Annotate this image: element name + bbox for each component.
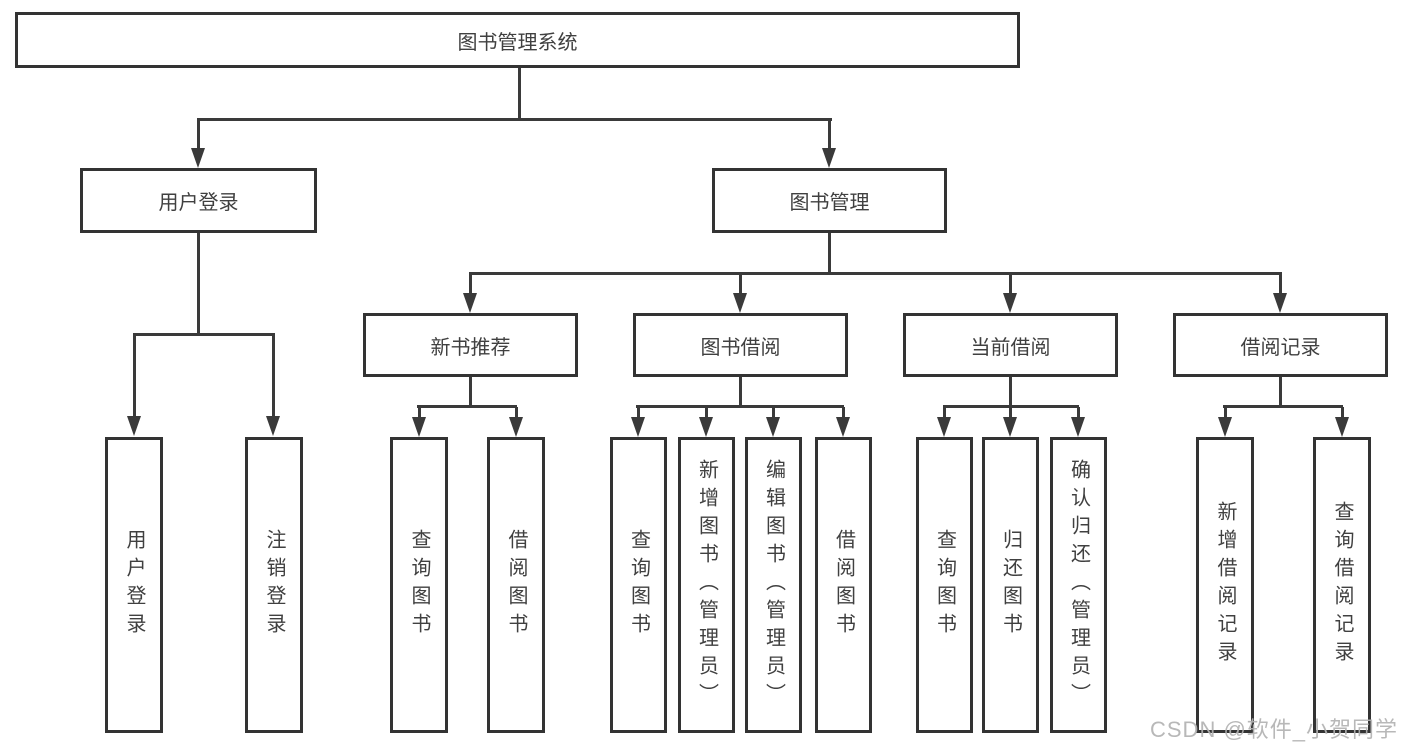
- arrowhead-down-icon: [822, 148, 836, 168]
- connector-root-stem: [518, 68, 521, 120]
- arrowhead-down-icon: [699, 417, 713, 437]
- node-user-login-label: 用户登录: [158, 192, 239, 214]
- leaf-query-borrow-record: 查询借阅记录: [1313, 437, 1371, 733]
- arrowhead-down-icon: [733, 293, 747, 313]
- node-borrow-record-label: 借阅记录: [1240, 336, 1321, 359]
- leaf-borrow-book-1: 借阅图书: [487, 437, 545, 733]
- connector-stem: [272, 335, 275, 416]
- leaf-return-book-label: 归还图书: [999, 529, 1022, 641]
- connector-stem: [469, 377, 472, 405]
- arrowhead-down-icon: [1273, 293, 1287, 313]
- connector-stem: [133, 335, 136, 416]
- connector-stem: [1009, 407, 1012, 419]
- leaf-query-book-2: 查询图书: [610, 437, 667, 733]
- leaf-add-book-admin: 新增图书（管理员）: [678, 437, 735, 733]
- connector-stem: [1009, 377, 1012, 405]
- connector-stem: [828, 120, 831, 150]
- arrowhead-down-icon: [463, 293, 477, 313]
- arrowhead-down-icon: [1003, 293, 1017, 313]
- leaf-query-book-1-label: 查询图书: [408, 529, 430, 641]
- node-book-borrow-label: 图书借阅: [700, 336, 781, 359]
- connector-splitter-record: [1223, 405, 1343, 408]
- node-current-borrow-label: 当前借阅: [970, 336, 1051, 359]
- leaf-query-book-2-label: 查询图书: [627, 529, 650, 641]
- arrowhead-down-icon: [1335, 417, 1349, 437]
- leaf-query-book-3: 查询图书: [916, 437, 973, 733]
- connector-stem: [739, 274, 742, 295]
- connector-stem: [772, 407, 775, 419]
- connector-stem: [1009, 274, 1012, 295]
- leaf-query-book-3-label: 查询图书: [933, 529, 956, 641]
- connector-splitter-level1: [197, 118, 832, 121]
- connector-splitter-current: [943, 405, 1079, 408]
- connector-stem: [1279, 274, 1282, 295]
- leaf-return-book: 归还图书: [982, 437, 1039, 733]
- arrowhead-down-icon: [1218, 417, 1232, 437]
- node-root: 图书管理系统: [15, 12, 1020, 68]
- arrowhead-down-icon: [127, 416, 141, 436]
- connector-stem: [705, 407, 708, 419]
- connector-stem: [197, 233, 200, 333]
- leaf-query-book-1: 查询图书: [390, 437, 448, 733]
- connector-splitter-recommend: [417, 405, 517, 408]
- connector-stem: [197, 120, 200, 150]
- connector-stem: [1077, 407, 1080, 419]
- node-root-label: 图书管理系统: [457, 31, 578, 54]
- arrowhead-down-icon: [509, 417, 523, 437]
- connector-stem: [515, 407, 518, 419]
- connector-stem: [739, 377, 742, 405]
- leaf-borrow-book-2: 借阅图书: [815, 437, 872, 733]
- connector-splitter-login: [133, 333, 275, 336]
- connector-stem: [943, 407, 946, 419]
- leaf-borrow-book-2-label: 借阅图书: [832, 529, 855, 641]
- arrowhead-down-icon: [766, 417, 780, 437]
- arrowhead-down-icon: [1071, 417, 1085, 437]
- leaf-add-book-admin-label: 新增图书（管理员）: [695, 459, 718, 711]
- arrowhead-down-icon: [631, 417, 645, 437]
- leaf-confirm-return-admin-label: 确认归还（管理员）: [1067, 459, 1090, 711]
- leaf-borrow-book-1-label: 借阅图书: [505, 529, 527, 641]
- arrowhead-down-icon: [937, 417, 951, 437]
- csdn-watermark: CSDN @软件_小贺同学: [1150, 717, 1399, 742]
- leaf-logout-label: 注销登录: [263, 529, 285, 641]
- connector-stem: [828, 233, 831, 272]
- node-book-management-label: 图书管理: [789, 192, 870, 214]
- leaf-confirm-return-admin: 确认归还（管理员）: [1050, 437, 1107, 733]
- connector-stem: [1341, 407, 1344, 419]
- connector-stem: [1224, 407, 1227, 419]
- arrowhead-down-icon: [1003, 417, 1017, 437]
- arrowhead-down-icon: [836, 417, 850, 437]
- connector-stem: [842, 407, 845, 419]
- node-book-management: 图书管理: [712, 168, 947, 233]
- connector-stem: [1279, 377, 1282, 405]
- leaf-add-borrow-record: 新增借阅记录: [1196, 437, 1254, 733]
- connector-stem: [418, 407, 421, 419]
- connector-stem: [469, 274, 472, 295]
- arrowhead-down-icon: [266, 416, 280, 436]
- leaf-add-borrow-record-label: 新增借阅记录: [1214, 501, 1236, 669]
- node-user-login: 用户登录: [80, 168, 317, 233]
- leaf-user-login-label: 用户登录: [123, 529, 145, 641]
- connector-stem: [637, 407, 640, 419]
- leaf-logout: 注销登录: [245, 437, 303, 733]
- arrowhead-down-icon: [412, 417, 426, 437]
- leaf-edit-book-admin: 编辑图书（管理员）: [745, 437, 802, 733]
- node-borrow-record: 借阅记录: [1173, 313, 1388, 377]
- node-new-book-recommend-label: 新书推荐: [430, 336, 511, 359]
- arrowhead-down-icon: [191, 148, 205, 168]
- connector-splitter-borrow: [636, 405, 844, 408]
- leaf-edit-book-admin-label: 编辑图书（管理员）: [762, 459, 785, 711]
- node-book-borrow: 图书借阅: [633, 313, 848, 377]
- connector-splitter-management: [469, 272, 1282, 275]
- node-new-book-recommend: 新书推荐: [363, 313, 578, 377]
- leaf-query-borrow-record-label: 查询借阅记录: [1331, 501, 1353, 669]
- leaf-user-login: 用户登录: [105, 437, 163, 733]
- node-current-borrow: 当前借阅: [903, 313, 1118, 377]
